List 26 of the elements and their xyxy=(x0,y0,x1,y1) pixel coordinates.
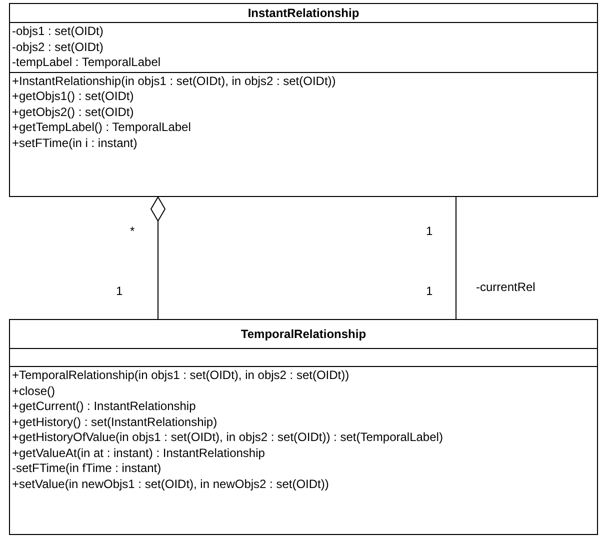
member-text: +TemporalRelationship(in objs1 : set(OIDt), in objs2 : set(OIDt)) xyxy=(12,368,350,384)
member-text: +getHistoryOfValue(in objs1 : set(OIDt), in objs2 : set(OIDt)) : set(TemporalLabel) xyxy=(12,430,444,446)
member-text: +setValue(in newObjs1 : set(OIDt), in newObjs2 : set(OIDt)) xyxy=(12,476,330,492)
class-box xyxy=(9,3,598,197)
association-line xyxy=(150,196,166,320)
member-text: -objs1 : set(OIDt) xyxy=(12,24,104,40)
member-text: -tempLabel : TemporalLabel xyxy=(12,55,162,70)
class-compartment xyxy=(10,22,597,72)
member-text: +getCurrent() : InstantRelationship xyxy=(12,399,197,414)
member-text: -objs2 : set(OIDt) xyxy=(12,40,104,55)
multiplicity-label: * xyxy=(130,223,135,240)
multiplicity-label: 1 xyxy=(116,283,123,300)
member-text: +getTempLabel() : TemporalLabel xyxy=(12,120,192,136)
member-text: +getHistory() : set(InstantRelationship) xyxy=(12,414,218,430)
member-text: +getObjs2() : set(OIDt) xyxy=(12,104,135,120)
member-text: +close() xyxy=(12,384,56,399)
class-name: InstantRelationship xyxy=(248,5,360,22)
member-text: +getValueAt(in at : instant) : InstantRelationship xyxy=(12,446,266,461)
member-text: +InstantRelationship(in objs1 : set(OIDt), in objs2 : set(OIDt)) xyxy=(12,74,337,89)
multiplicity-label: 1 xyxy=(426,283,433,300)
member-text: +setFTime(in i : instant) xyxy=(12,136,138,151)
class-name: TemporalRelationship xyxy=(240,326,366,343)
member-text: +getObjs1() : set(OIDt) xyxy=(12,89,135,104)
member-text: -setFTime(in fTime : instant) xyxy=(12,461,162,476)
multiplicity-label: 1 xyxy=(426,223,433,240)
class-box xyxy=(9,319,598,535)
